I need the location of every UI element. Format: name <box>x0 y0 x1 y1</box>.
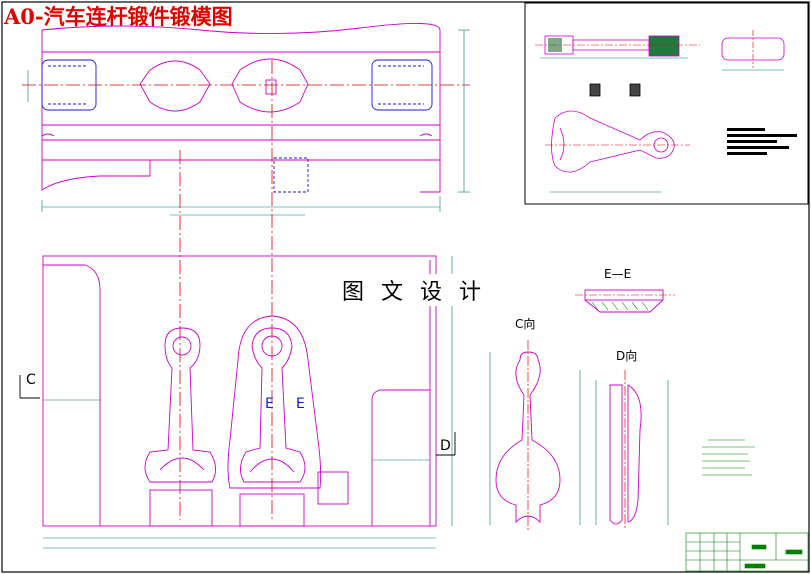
section-mark-e-left: E <box>265 396 274 412</box>
lower-die-view <box>19 255 456 549</box>
watermark-text: 图 文 设 计 <box>338 274 490 306</box>
title-block <box>685 532 809 572</box>
drawing-title: A0-汽车连杆锻件锻模图 <box>4 4 233 29</box>
technical-notes <box>702 439 755 476</box>
section-mark-c: C <box>26 372 36 388</box>
view-label-d: D向 <box>616 348 637 363</box>
view-label-ee: E—E <box>604 267 631 281</box>
section-mark-e-right: E <box>296 396 305 412</box>
upper-die-view <box>22 23 470 216</box>
view-c <box>489 340 581 530</box>
view-d <box>595 370 669 530</box>
view-label-c: C向 <box>515 316 535 331</box>
forging-inset-frame <box>524 2 809 205</box>
section-mark-d: D <box>440 438 451 454</box>
forging-inset <box>535 30 797 193</box>
section-ee <box>575 289 675 313</box>
